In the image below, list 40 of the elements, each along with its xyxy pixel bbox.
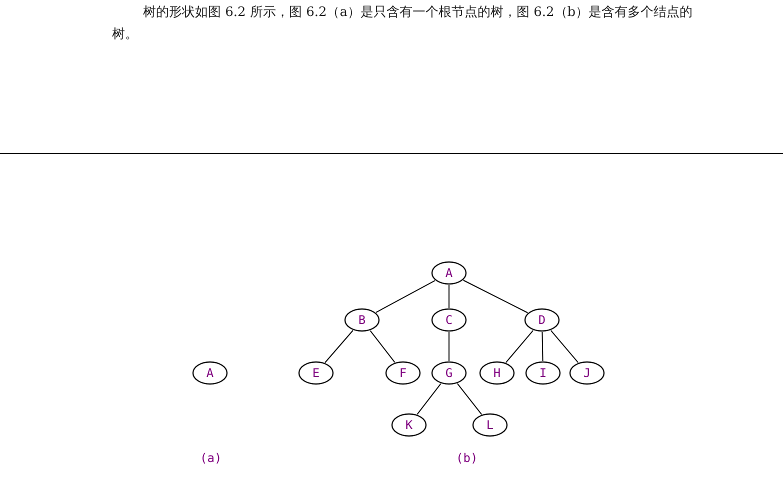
tree-node-ellipse bbox=[298, 361, 334, 385]
tree-edge bbox=[375, 280, 436, 313]
figure-caption: (a) bbox=[200, 451, 222, 465]
tree-node-ellipse bbox=[431, 308, 467, 332]
tree-node-ellipse bbox=[431, 361, 467, 385]
tree-edge bbox=[448, 332, 450, 362]
tree-edge bbox=[505, 330, 534, 364]
node-label: G bbox=[445, 366, 453, 380]
tree-edge bbox=[324, 330, 354, 364]
node-label: F bbox=[399, 366, 407, 380]
tree-edge bbox=[416, 383, 442, 415]
node-label: C bbox=[445, 313, 453, 327]
tree-node-ellipse bbox=[431, 261, 467, 285]
tree-node-ellipse bbox=[525, 361, 561, 385]
node-label: J bbox=[583, 366, 591, 380]
node-label: E bbox=[312, 366, 320, 380]
tree-edge bbox=[542, 332, 544, 362]
node-label: K bbox=[405, 418, 413, 432]
node-label: B bbox=[358, 313, 366, 327]
tree-edge bbox=[448, 284, 450, 308]
tree-node-ellipse bbox=[479, 361, 515, 385]
figure-caption: (b) bbox=[456, 451, 478, 465]
node-label: I bbox=[539, 366, 547, 380]
tree-node-ellipse bbox=[569, 361, 605, 385]
node-label: A bbox=[206, 366, 214, 380]
paragraph: 树的形状如图 6.2 所示，图 6.2（a）是只含有一个根节点的树，图 6.2（b）是含有多个结点的树。 bbox=[112, 4, 694, 44]
tree-node-ellipse bbox=[524, 308, 560, 332]
tree-node-ellipse bbox=[472, 413, 508, 437]
node-label: L bbox=[486, 418, 494, 432]
tree-node-ellipse bbox=[391, 413, 427, 437]
tree-node-ellipse bbox=[385, 361, 421, 385]
tree-edge bbox=[370, 330, 396, 363]
tree-node-ellipse bbox=[344, 308, 380, 332]
node-label: D bbox=[538, 313, 546, 327]
tree-node-ellipse bbox=[192, 361, 228, 385]
node-label: H bbox=[493, 366, 501, 380]
tree-edge bbox=[456, 383, 482, 415]
tree-edge bbox=[462, 280, 528, 314]
tree-edge bbox=[550, 330, 579, 364]
node-label: A bbox=[445, 266, 453, 280]
